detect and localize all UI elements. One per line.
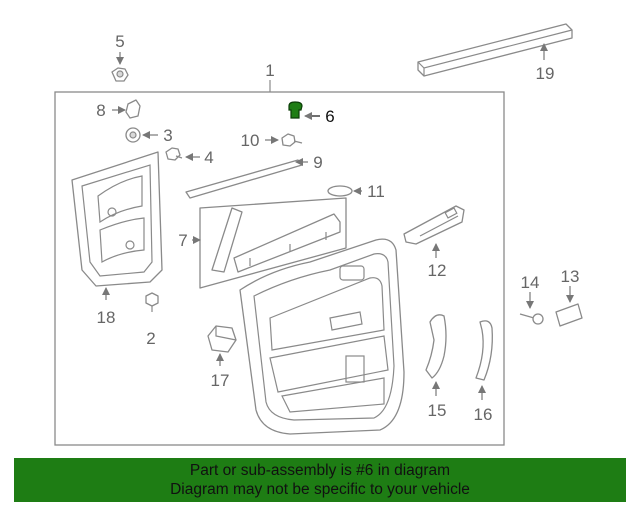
callout-6: 6 bbox=[325, 107, 334, 126]
part-14-screw[interactable] bbox=[519, 313, 544, 325]
callout-12: 12 bbox=[428, 261, 447, 280]
callout-9: 9 bbox=[313, 153, 322, 172]
callout-16: 16 bbox=[474, 405, 493, 424]
part-10-bolt[interactable] bbox=[281, 133, 303, 147]
callout-14: 14 bbox=[521, 273, 540, 292]
part-4-screw[interactable] bbox=[165, 147, 183, 161]
part-12-armrest-handle[interactable] bbox=[403, 205, 465, 245]
callout-1: 1 bbox=[265, 61, 274, 80]
part-11-seal[interactable] bbox=[327, 185, 353, 197]
callout-2: 2 bbox=[146, 329, 155, 348]
callout-17: 17 bbox=[211, 371, 230, 390]
assembly-frame bbox=[54, 91, 505, 446]
info-banner: Part or sub-assembly is #6 in diagram Di… bbox=[14, 458, 626, 502]
part-16-trim-strip[interactable] bbox=[475, 320, 493, 381]
callout-19: 19 bbox=[536, 64, 555, 83]
part-7-trim-panel[interactable] bbox=[199, 197, 347, 289]
part-2-pin[interactable] bbox=[145, 292, 159, 312]
callout-11: 11 bbox=[367, 182, 385, 201]
part-6-clip[interactable] bbox=[288, 101, 303, 119]
parts-diagram: 1 2 3 4 5 6 7 8 9 10 11 12 13 14 15 16 1… bbox=[54, 23, 583, 446]
part-13-bracket[interactable] bbox=[555, 303, 583, 327]
callout-5: 5 bbox=[115, 32, 124, 51]
callout-10: 10 bbox=[241, 131, 260, 150]
callout-7: 7 bbox=[178, 231, 187, 250]
part-5-bolt[interactable] bbox=[111, 67, 129, 82]
callout-4: 4 bbox=[204, 148, 213, 167]
banner-line-1: Part or sub-assembly is #6 in diagram bbox=[189, 462, 451, 479]
callout-3: 3 bbox=[163, 126, 172, 145]
part-3-plug[interactable] bbox=[125, 127, 141, 143]
callout-18: 18 bbox=[97, 308, 116, 327]
part-15-pull-handle[interactable] bbox=[425, 314, 447, 379]
callout-8: 8 bbox=[96, 101, 105, 120]
banner-line-2: Diagram may not be specific to your vehi… bbox=[170, 481, 470, 498]
part-8-clip[interactable] bbox=[125, 99, 141, 119]
callout-15: 15 bbox=[428, 401, 447, 420]
part-17-bracket[interactable] bbox=[207, 325, 237, 353]
door-trim-panel[interactable] bbox=[239, 238, 405, 435]
part-18-inner-panel[interactable] bbox=[71, 151, 163, 287]
part-19-weatherstrip[interactable] bbox=[417, 23, 573, 77]
callout-13: 13 bbox=[561, 267, 580, 286]
